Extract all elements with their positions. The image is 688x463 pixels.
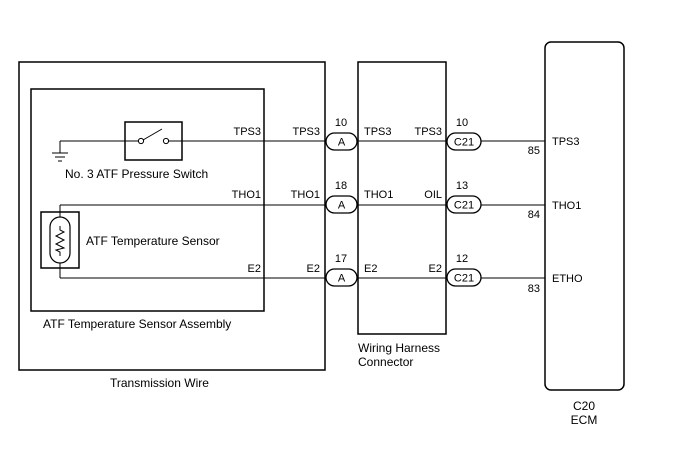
connector-a-1: A [325, 132, 358, 151]
transmission-wire-label: Transmission Wire [110, 376, 209, 390]
connector-a-2: A [325, 195, 358, 214]
pin-number: 85 [528, 145, 540, 157]
terminal-label: ETHO [552, 273, 583, 285]
connector-a-label: A [338, 273, 346, 285]
terminal-label: THO1 [291, 189, 320, 201]
connector-c21-label: C21 [454, 200, 474, 212]
temperature-sensor-label: ATF Temperature Sensor [86, 234, 220, 248]
connector-a-3: A [325, 268, 358, 287]
terminal-label: E2 [307, 263, 320, 275]
temperature-sensor-icon [40, 211, 80, 269]
ecm-name-label: ECM [571, 413, 598, 427]
terminal-label: TPS3 [364, 126, 392, 138]
sensor-assembly-box [30, 88, 265, 312]
wiring-harness-label-line2: Connector [358, 355, 413, 369]
pin-number: 18 [335, 180, 347, 192]
pin-number: 13 [456, 180, 468, 192]
connector-a-label: A [338, 137, 346, 149]
terminal-label: TPS3 [233, 126, 261, 138]
pin-number: 83 [528, 283, 540, 295]
terminal-label: TPS3 [552, 136, 580, 148]
pin-number: 10 [456, 117, 468, 129]
pin-number: 10 [335, 117, 347, 129]
pin-number: 84 [528, 209, 540, 221]
ground-icon [52, 141, 68, 162]
ecm-code-label: C20 [573, 399, 595, 413]
connector-c21-label: C21 [454, 137, 474, 149]
terminal-label: TPS3 [292, 126, 320, 138]
terminal-label: THO1 [552, 200, 581, 212]
connector-c21-1: C21 [446, 132, 482, 151]
terminal-label: THO1 [364, 189, 393, 201]
wiring-harness-connector-box [357, 61, 447, 335]
terminal-label: E2 [364, 263, 377, 275]
sensor-assembly-label: ATF Temperature Sensor Assembly [43, 317, 231, 331]
pin-number: 17 [335, 253, 347, 265]
terminal-label: E2 [429, 263, 442, 275]
connector-c21-label: C21 [454, 273, 474, 285]
terminal-label: OIL [424, 189, 442, 201]
ecm-box [544, 41, 625, 391]
pressure-switch-label: No. 3 ATF Pressure Switch [65, 167, 208, 181]
connector-a-label: A [338, 200, 346, 212]
pin-number: 12 [456, 253, 468, 265]
terminal-label: THO1 [232, 189, 261, 201]
terminal-label: TPS3 [414, 126, 442, 138]
transmission-wire-box [18, 61, 326, 371]
connector-c21-2: C21 [446, 195, 482, 214]
terminal-label: E2 [248, 263, 261, 275]
connector-c21-3: C21 [446, 268, 482, 287]
wiring-harness-label-line1: Wiring Harness [358, 341, 440, 355]
